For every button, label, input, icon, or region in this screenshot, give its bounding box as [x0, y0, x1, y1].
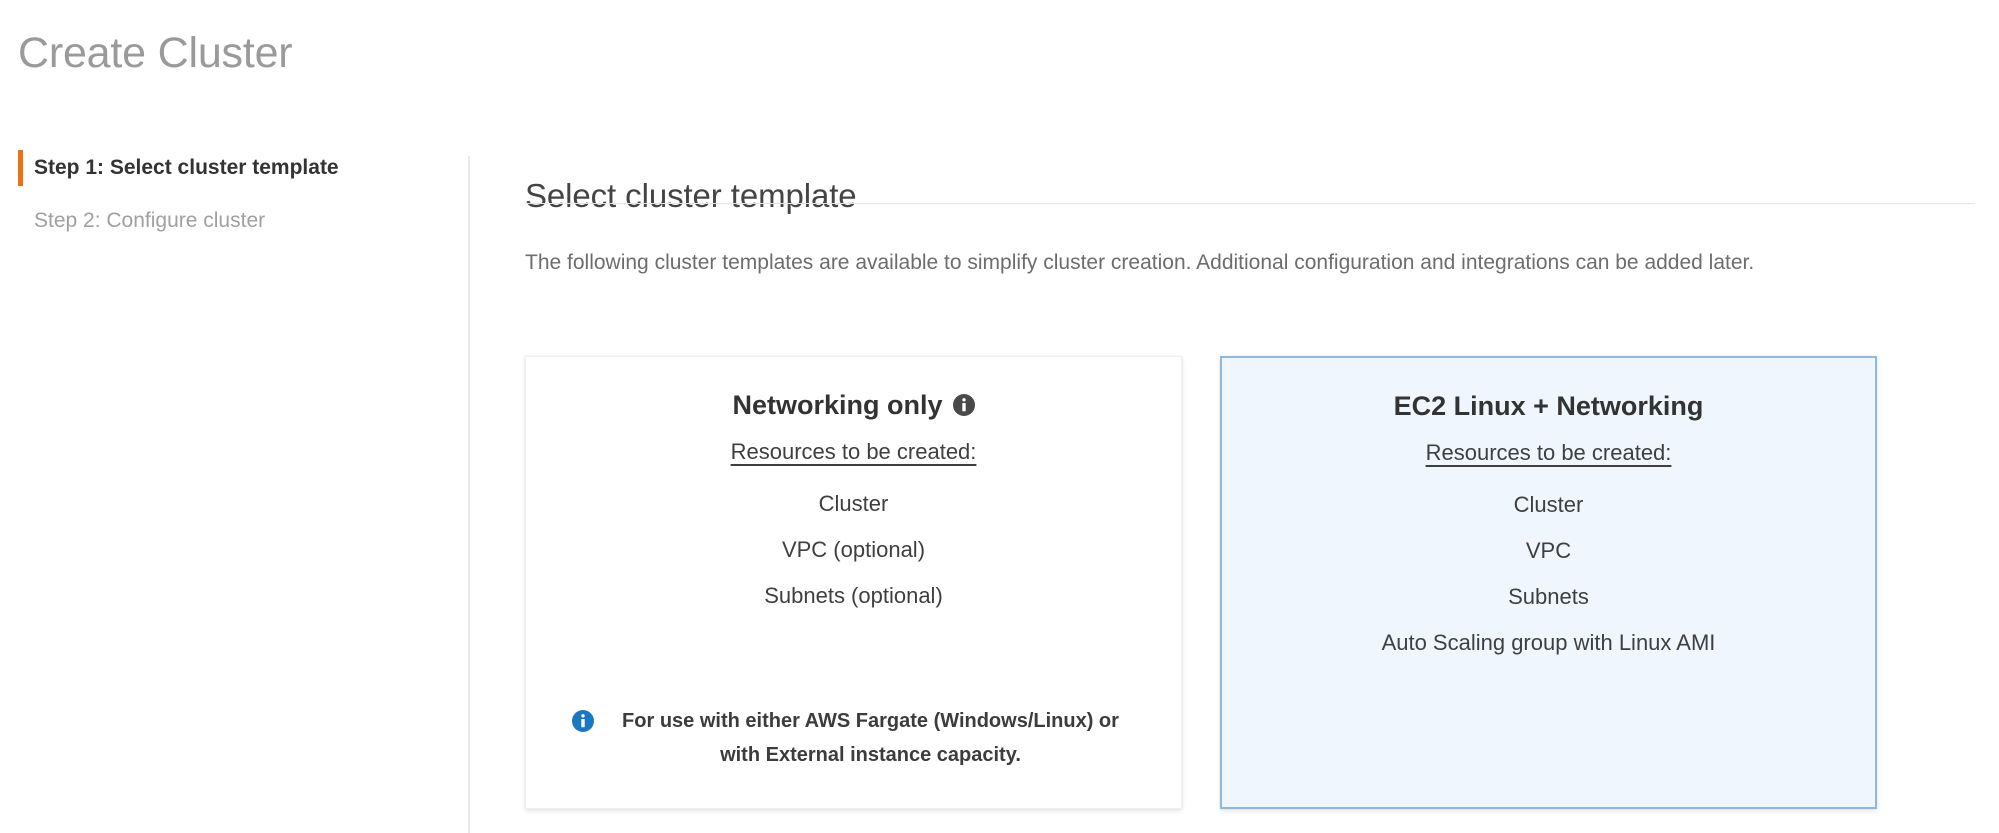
resource-item: Subnets	[1508, 584, 1589, 609]
resource-item: VPC	[1525, 538, 1572, 563]
section-heading: Select cluster template	[525, 177, 857, 215]
section-description: The following cluster templates are avai…	[525, 251, 1755, 274]
template-card-title: EC2 Linux + Networking	[1244, 384, 1853, 428]
sidebar-divider	[468, 156, 470, 833]
sidebar-item-step-2[interactable]: Step 2: Configure cluster	[18, 203, 265, 239]
resource-item: Cluster	[1513, 492, 1584, 517]
section-divider	[525, 203, 1975, 204]
template-card-list: Networking only Resources to be created:…	[525, 356, 1985, 811]
sidebar-item-step-2-label: Step 2: Configure cluster	[34, 209, 266, 232]
page-title: Create Cluster	[18, 29, 293, 77]
resource-item: Auto Scaling group with Linux AMI	[1381, 630, 1716, 655]
resources-to-be-created-label: Resources to be created:	[730, 439, 977, 464]
template-card-networking-only[interactable]: Networking only Resources to be created:…	[525, 356, 1182, 809]
resources-to-be-created-label: Resources to be created:	[1425, 440, 1672, 465]
wizard-steps-sidebar: Step 1: Select cluster template Step 2: …	[0, 150, 468, 833]
info-icon[interactable]	[952, 394, 975, 416]
resource-item: VPC (optional)	[781, 537, 926, 562]
resource-item: Cluster	[818, 491, 889, 516]
template-card-note-text: For use with either AWS Fargate (Windows…	[622, 710, 1119, 766]
wizard-layout: Step 1: Select cluster template Step 2: …	[0, 150, 1999, 833]
inactive-step-marker	[18, 203, 23, 239]
active-step-marker	[18, 150, 23, 186]
template-card-ec2-linux-networking[interactable]: EC2 Linux + Networking Resources to be c…	[1220, 356, 1877, 809]
template-card-title-text: EC2 Linux + Networking	[1393, 391, 1704, 421]
template-card-title: Networking only	[548, 383, 1159, 427]
info-icon	[571, 710, 594, 732]
sidebar-item-step-1[interactable]: Step 1: Select cluster template	[18, 150, 339, 186]
main-content: Select cluster template The following cl…	[468, 150, 1999, 833]
template-card-note: For use with either AWS Fargate (Windows…	[548, 704, 1159, 772]
template-card-title-text: Networking only	[732, 390, 943, 420]
resource-item: Subnets (optional)	[764, 583, 943, 608]
sidebar-item-step-1-label: Step 1: Select cluster template	[34, 156, 339, 179]
